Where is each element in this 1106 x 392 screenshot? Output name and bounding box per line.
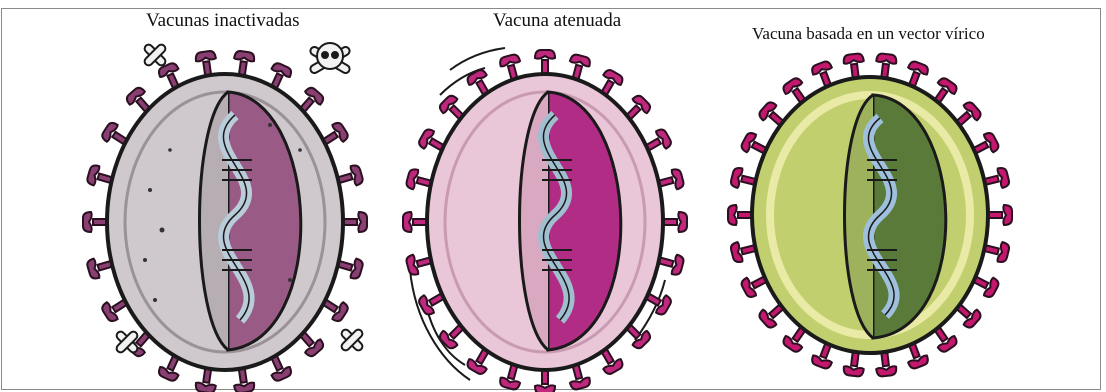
virus-viral-vector [728,53,1012,377]
virus-inactivated [83,43,367,392]
virus-inactivated-spike [343,212,367,232]
label-inactivated-vaccines: Vacunas inactivadas [146,10,300,32]
virus-attenuated-spike [403,212,427,232]
crossbones-icon [340,328,364,352]
virus-attenuated-spike [535,370,555,392]
skull-crossbones-icon [309,43,351,74]
virus-inactivated-spike [83,212,107,232]
virus-attenuated-spike [663,212,687,232]
virus-attenuated [403,48,687,392]
virus-viral-vector-spike [843,53,866,79]
virus-viral-vector-spike [874,53,897,79]
virus-viral-vector-spike [988,205,1012,225]
virus-viral-vector-spike [843,351,866,377]
virus-attenuated-spike [535,50,555,74]
label-attenuated-vaccine: Vacuna atenuada [493,10,621,32]
virus-viral-vector-spike [728,205,752,225]
label-viral-vector-vaccine: Vacuna basada en un vector vírico [752,24,985,44]
virus-viral-vector-spike [874,351,897,377]
crossbones-icon [143,43,167,67]
